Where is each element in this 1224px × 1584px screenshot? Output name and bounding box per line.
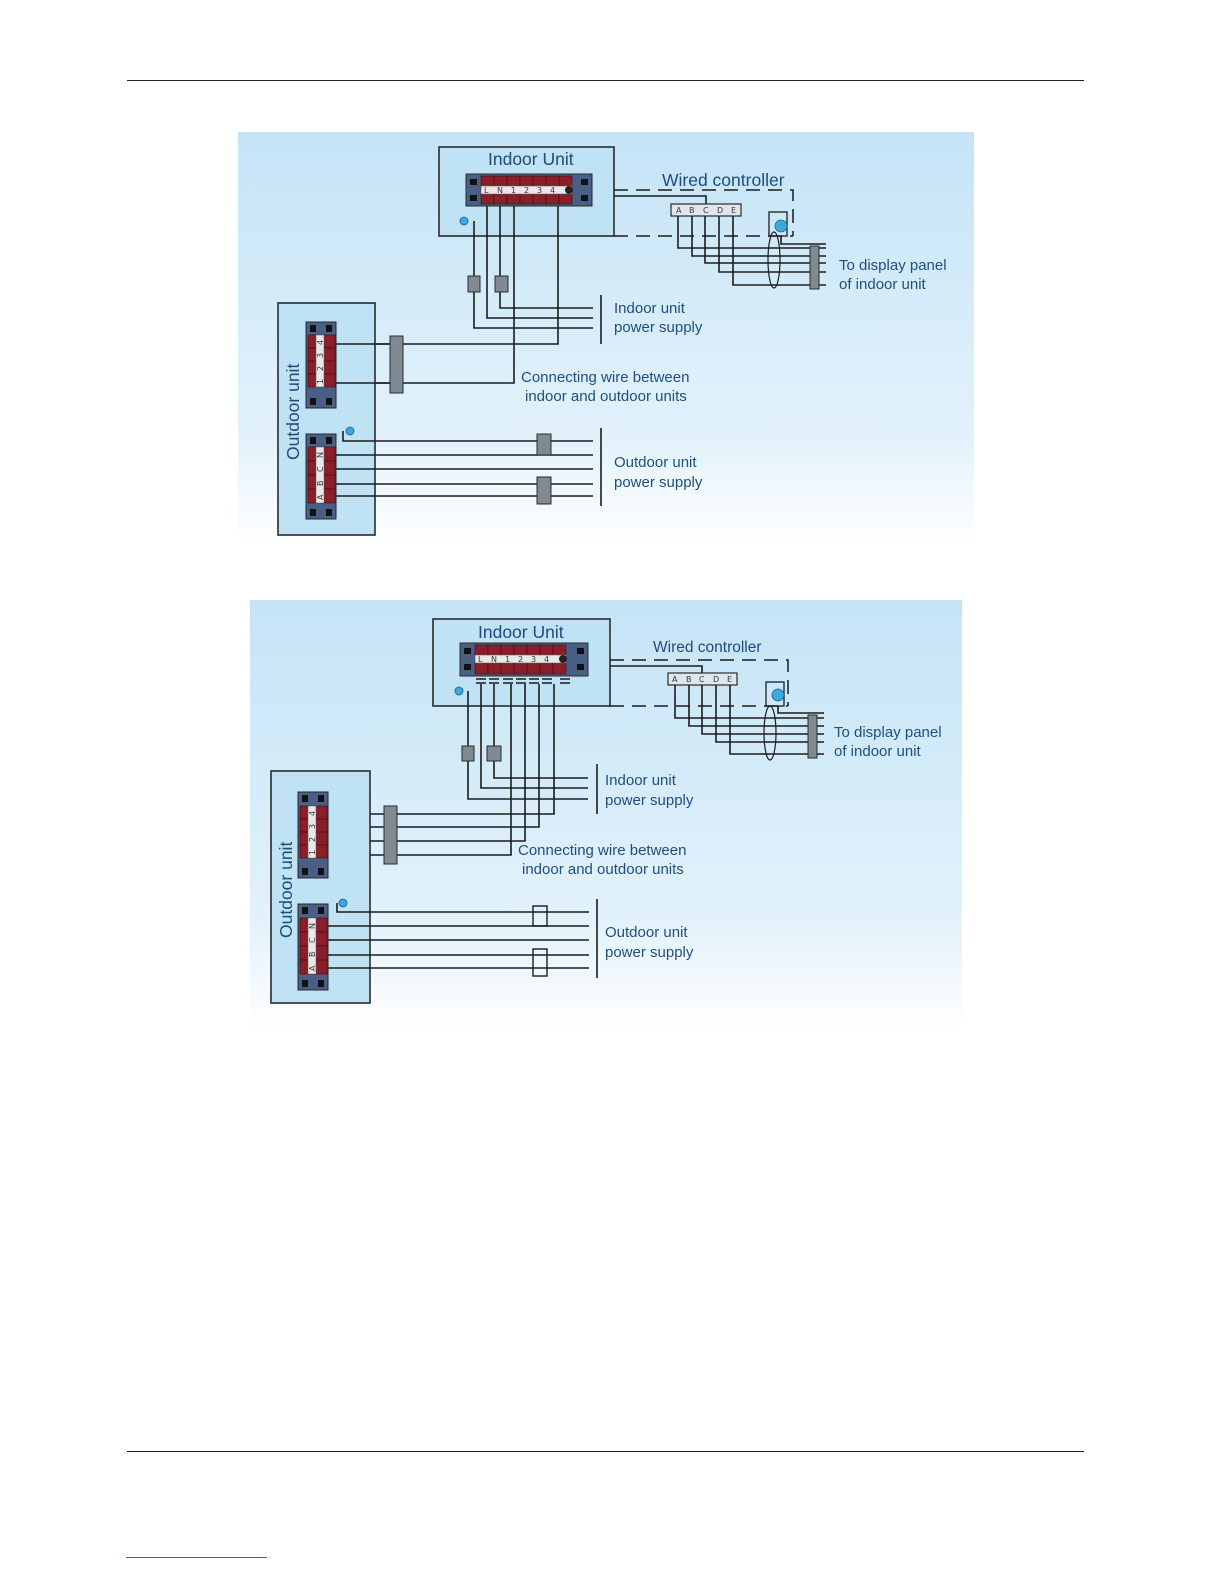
indoor-power-label-1: Indoor unit	[605, 772, 677, 789]
outdoor-signal-wires	[336, 343, 390, 384]
outdoor-signal-terminal-block: 1 2 3 4	[297, 791, 329, 879]
outdoor-power-terminal-A: A	[316, 494, 325, 500]
indoor-terminal-slots	[480, 175, 573, 205]
connecting-label-2: indoor and outdoor units	[522, 861, 684, 878]
outdoor-signal-terminal-1: 1	[308, 850, 317, 855]
ctrl-terminal-B: B	[689, 206, 695, 215]
connecting-wires: Connecting wire between indoor and outdo…	[329, 684, 686, 878]
connecting-wires: Connecting wire between indoor and outdo…	[339, 206, 689, 405]
indoor-power-label-2: power supply	[614, 319, 703, 336]
indoor-terminal-4: 4	[550, 186, 555, 195]
wiring-diagram-2: Indoor Unit L N 1 2 3 4	[250, 600, 962, 1030]
indoor-power-wires: Indoor unit power supply	[461, 684, 694, 814]
outdoor-power-label-1: Outdoor unit	[614, 454, 697, 471]
indoor-terminal-2: 2	[524, 186, 529, 195]
wired-controller-title: Wired controller	[653, 639, 762, 656]
ctrl-terminal-A: A	[676, 206, 682, 215]
indoor-unit-title: Indoor Unit	[478, 622, 564, 642]
outdoor-signal-terminal-2: 2	[316, 366, 325, 371]
outdoor-signal-terminal-3: 3	[316, 353, 325, 358]
indoor-terminal-ticks	[476, 678, 570, 684]
indoor-terminal-N: N	[497, 186, 503, 195]
indoor-terminal-L: L	[484, 186, 489, 195]
outdoor-power-terminal-A: A	[308, 965, 317, 971]
outdoor-power-terminal-B: B	[316, 481, 325, 487]
outdoor-ground-icon	[345, 426, 355, 436]
indoor-terminal-3: 3	[531, 655, 536, 664]
ctrl-terminal-D: D	[717, 206, 723, 215]
display-panel-cable: To display panel of indoor unit	[674, 685, 942, 761]
indoor-terminal-2: 2	[518, 655, 523, 664]
outdoor-power-terminal-C: C	[316, 466, 325, 472]
outdoor-signal-terminal-4: 4	[308, 811, 317, 816]
indoor-terminal-block: L N 1 2 3 4	[465, 173, 593, 207]
indoor-power-label-1: Indoor unit	[614, 300, 686, 317]
wired-controller-title: Wired controller	[662, 170, 785, 190]
outdoor-signal-terminal-1: 1	[316, 379, 325, 384]
outdoor-signal-terminal-2: 2	[308, 837, 317, 842]
outdoor-power-terminal-block: A B C N	[305, 433, 337, 520]
outdoor-power-terminal-N: N	[316, 452, 325, 458]
outdoor-unit: Outdoor unit 1 2 3 4	[270, 770, 371, 1004]
display-panel-label-1: To display panel	[839, 257, 947, 274]
outdoor-signal-terminal-4: 4	[316, 340, 325, 345]
ctrl-terminal-D: D	[713, 675, 719, 684]
indoor-ground-terminal	[565, 186, 573, 194]
header-rule	[127, 80, 1084, 81]
indoor-terminal-L: L	[478, 655, 483, 664]
indoor-unit: Indoor Unit L N 1 2 3 4	[432, 618, 611, 707]
ctrl-terminal-C: C	[699, 675, 705, 684]
indoor-unit-title: Indoor Unit	[488, 149, 574, 169]
indoor-terminal-1: 1	[505, 655, 510, 664]
footer-link-underline[interactable]	[126, 1557, 267, 1558]
ctrl-terminal-E: E	[731, 206, 736, 215]
outdoor-power-label-2: power supply	[605, 944, 694, 961]
indoor-terminal-1: 1	[511, 186, 516, 195]
ctrl-terminal-B: B	[686, 675, 692, 684]
outdoor-power-label-1: Outdoor unit	[605, 924, 688, 941]
indoor-terminal-block: L N 1 2 3 4	[459, 642, 589, 677]
outdoor-unit: Outdoor unit 1 2 3 4	[277, 302, 376, 536]
outdoor-power-terminal-block: A B C N	[297, 903, 329, 991]
wired-controller: Wired controller A B C D E	[610, 639, 789, 707]
indoor-power-wires: Indoor unit power supply	[467, 206, 703, 344]
wired-controller: Wired controller A B C D E	[614, 170, 794, 237]
outdoor-ground-icon	[338, 898, 348, 908]
wiring-diagram-1: Indoor Unit L N 1 2 3 4	[238, 132, 974, 544]
outdoor-power-label-2: power supply	[614, 474, 703, 491]
outdoor-signal-terminal-block: 1 2 3 4	[305, 321, 337, 409]
outdoor-power-wires: Outdoor unit power supply	[336, 426, 703, 506]
display-panel-label-2: of indoor unit	[839, 276, 927, 293]
outdoor-power-terminal-B: B	[308, 952, 317, 958]
display-panel-label-1: To display panel	[834, 724, 942, 741]
ctrl-terminal-E: E	[727, 675, 732, 684]
indoor-ground-icon	[454, 686, 464, 696]
indoor-terminal-4: 4	[544, 655, 549, 664]
outdoor-signal-terminal-3: 3	[308, 824, 317, 829]
indoor-unit: Indoor Unit L N 1 2 3 4	[438, 146, 615, 237]
connecting-label-1: Connecting wire between	[518, 842, 686, 859]
outdoor-unit-title: Outdoor unit	[276, 842, 296, 938]
indoor-ground-icon	[459, 216, 469, 226]
indoor-ground-terminal	[559, 655, 567, 663]
outdoor-unit-title: Outdoor unit	[283, 364, 303, 460]
outdoor-power-wires: Outdoor unit power supply	[328, 898, 694, 978]
ctrl-terminal-A: A	[672, 675, 678, 684]
outdoor-power-terminal-C: C	[308, 937, 317, 943]
controller-ground-icon	[774, 219, 788, 233]
connecting-label-2: indoor and outdoor units	[525, 388, 687, 405]
ctrl-terminal-C: C	[703, 206, 709, 215]
indoor-terminal-3: 3	[537, 186, 542, 195]
controller-ground-icon	[771, 688, 785, 702]
indoor-power-label-2: power supply	[605, 792, 694, 809]
footer-rule	[127, 1451, 1084, 1452]
display-panel-label-2: of indoor unit	[834, 743, 922, 760]
connecting-label-1: Connecting wire between	[521, 369, 689, 386]
display-panel-cable: To display panel of indoor unit	[677, 216, 947, 293]
outdoor-power-terminal-N: N	[308, 923, 317, 929]
indoor-terminal-N: N	[491, 655, 497, 664]
